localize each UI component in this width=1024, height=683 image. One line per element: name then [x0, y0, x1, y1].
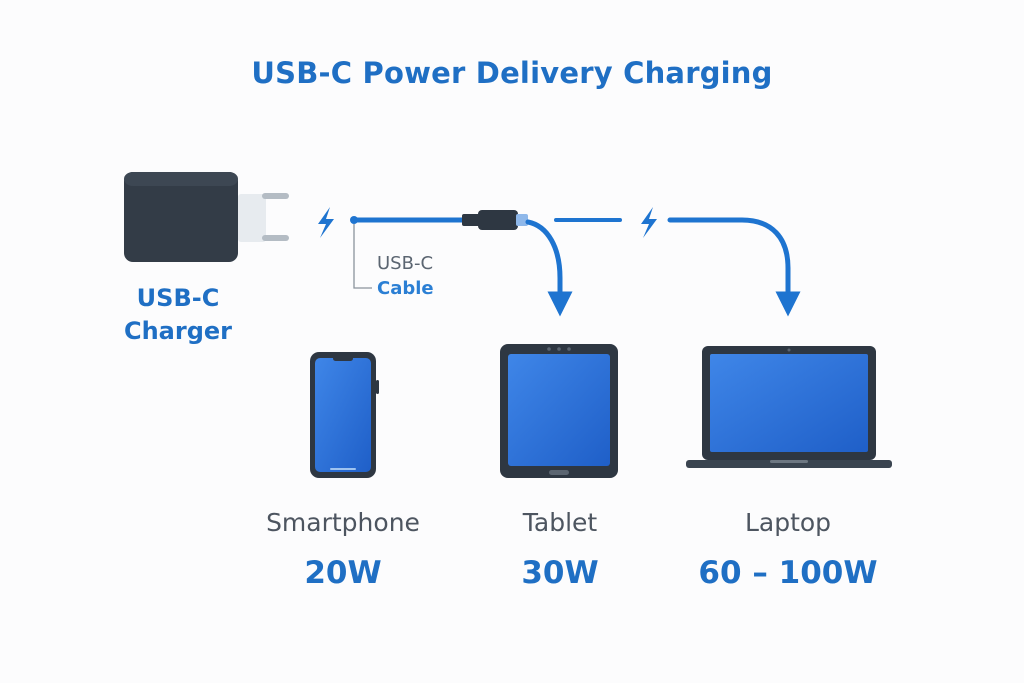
lightning-bolt-icon — [318, 207, 334, 238]
device-name-tablet: Tablet — [522, 508, 598, 537]
device-wattage-tablet: 30W — [521, 555, 599, 591]
smartphone-icon — [310, 352, 379, 478]
page-title: USB-C Power Delivery Charging — [251, 56, 773, 90]
device-name-smartphone: Smartphone — [266, 508, 420, 537]
lightning-bolt-icon — [641, 207, 657, 238]
charger-label: USB-C Charger — [108, 282, 248, 348]
cable-label-line1: USB-C — [377, 253, 434, 274]
usb-c-plug-icon — [462, 210, 528, 230]
cable-label-line2: Cable — [377, 278, 434, 299]
device-wattage-smartphone: 20W — [304, 555, 382, 591]
usb-c-cable — [350, 216, 473, 289]
device-wattage-laptop: 60 – 100W — [698, 555, 878, 591]
wall-charger-icon — [124, 172, 289, 262]
device-name-laptop: Laptop — [744, 508, 832, 537]
cable-branch-laptop — [667, 217, 801, 317]
tablet-icon — [500, 344, 618, 478]
cable-branch-tablet — [525, 219, 573, 317]
charger-label-line2: Charger — [123, 317, 233, 345]
charger-label-line1: USB-C — [136, 284, 220, 312]
laptop-icon — [686, 346, 892, 468]
